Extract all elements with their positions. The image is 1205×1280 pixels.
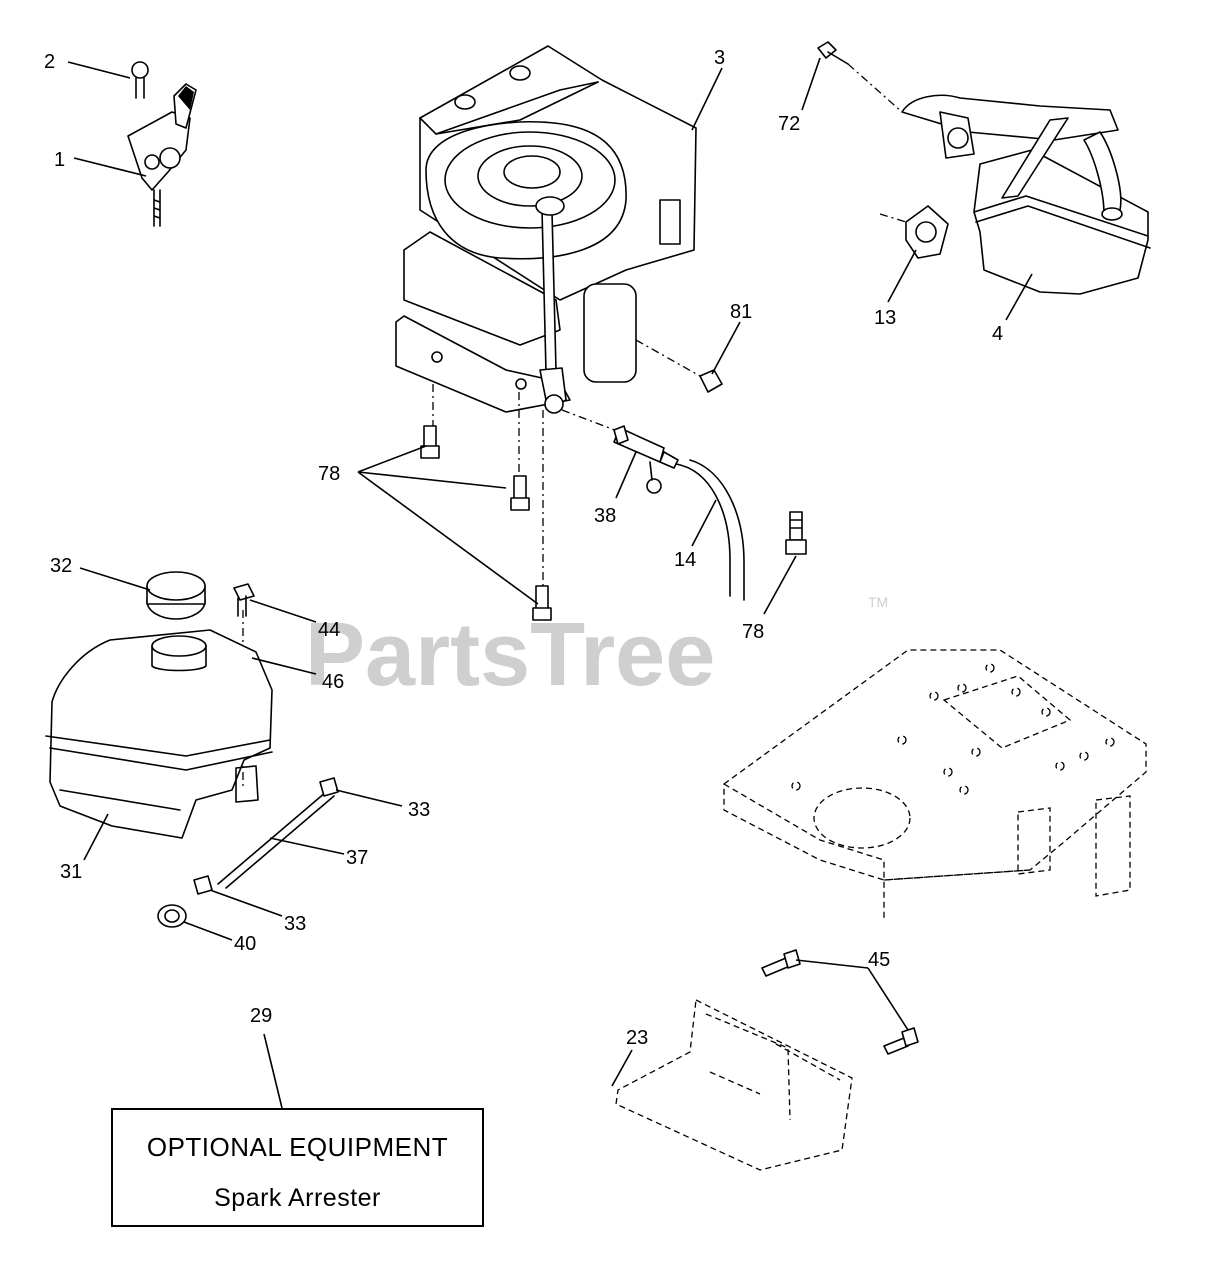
- callout-1: 1: [54, 149, 65, 171]
- frame: [723, 649, 1147, 918]
- callout-72: 72: [778, 113, 800, 135]
- nut-81: [699, 369, 723, 393]
- callout-81: 81: [730, 301, 752, 323]
- callout-45: 45: [868, 949, 890, 971]
- optional-equipment-box: OPTIONAL EQUIPMENT Spark Arrester: [111, 1108, 484, 1227]
- engine: [395, 45, 697, 414]
- optional-equipment-subtitle: Spark Arrester: [214, 1184, 381, 1212]
- screw-44: [233, 583, 255, 617]
- muffler: [901, 94, 1151, 295]
- fuel-tank: [45, 629, 273, 839]
- hose-fitting-78: [785, 511, 807, 555]
- leader-lines: [67, 57, 1033, 1109]
- watermark-trademark: TM: [868, 594, 888, 610]
- callout-23: 23: [626, 1027, 648, 1049]
- callout-29: 29: [250, 1005, 272, 1027]
- callout-46: 46: [322, 671, 344, 693]
- callout-78-bolts: 78: [318, 463, 340, 485]
- clamp-33-upper: [319, 777, 339, 797]
- callout-14: 14: [674, 549, 696, 571]
- callout-38: 38: [594, 505, 616, 527]
- gasket-13: [905, 205, 949, 259]
- fuel-filter: [613, 425, 679, 494]
- optional-equipment-title: OPTIONAL EQUIPMENT: [146, 1132, 449, 1162]
- callout-40: 40: [234, 933, 256, 955]
- shield-23: [615, 999, 853, 1171]
- callout-31: 31: [60, 861, 82, 883]
- watermark-text: PartsTree: [305, 605, 715, 705]
- bolts-45: [761, 949, 919, 1055]
- callout-33-lower: 33: [284, 913, 306, 935]
- callout-2: 2: [44, 51, 55, 73]
- bolt-72: [817, 41, 849, 65]
- bushing-40: [157, 904, 187, 928]
- callout-44: 44: [318, 619, 340, 641]
- callout-32: 32: [50, 555, 72, 577]
- callout-78-fitting: 78: [742, 621, 764, 643]
- callout-3: 3: [714, 47, 725, 69]
- engine-bolts-78: [420, 425, 552, 621]
- screw-2: [131, 61, 149, 99]
- fuel-line: [675, 463, 731, 597]
- clamp-33-lower: [193, 875, 213, 895]
- callout-4: 4: [992, 323, 1003, 345]
- fuel-cap: [146, 571, 206, 620]
- throttle-bracket: [127, 83, 197, 227]
- callout-13: 13: [874, 307, 896, 329]
- callout-33-upper: 33: [408, 799, 430, 821]
- callout-37: 37: [346, 847, 368, 869]
